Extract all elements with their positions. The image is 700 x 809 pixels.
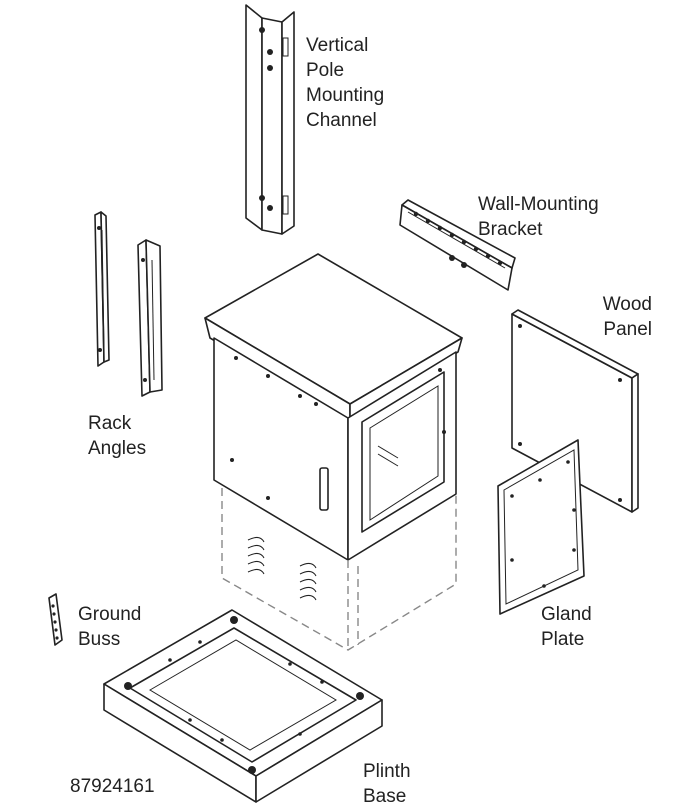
vertical-pole-channel [245, 4, 295, 235]
part-number: 87924161 [70, 776, 155, 797]
label-vertical-pole-mounting-channel: Vertical Pole Mounting Channel [306, 35, 385, 131]
plinth-base [103, 609, 383, 803]
label-wall-mounting-bracket: Wall-Mounting Bracket [478, 194, 599, 240]
rack-angle-left [94, 211, 110, 367]
label-plinth-base: Plinth Base [363, 761, 411, 807]
label-rack-angles: Rack Angles [88, 413, 147, 459]
dashed-cabinet-base [221, 488, 457, 651]
label-ground-buss: Ground Buss [78, 604, 142, 650]
ground-buss [48, 593, 63, 646]
label-gland-plate: Gland Plate [541, 604, 592, 650]
wall-mounting-bracket [399, 199, 516, 291]
gland-plate [497, 439, 585, 615]
enclosure-cabinet [204, 253, 463, 561]
rack-angle-right [137, 239, 163, 397]
label-wood-panel: Wood Panel [602, 294, 652, 340]
